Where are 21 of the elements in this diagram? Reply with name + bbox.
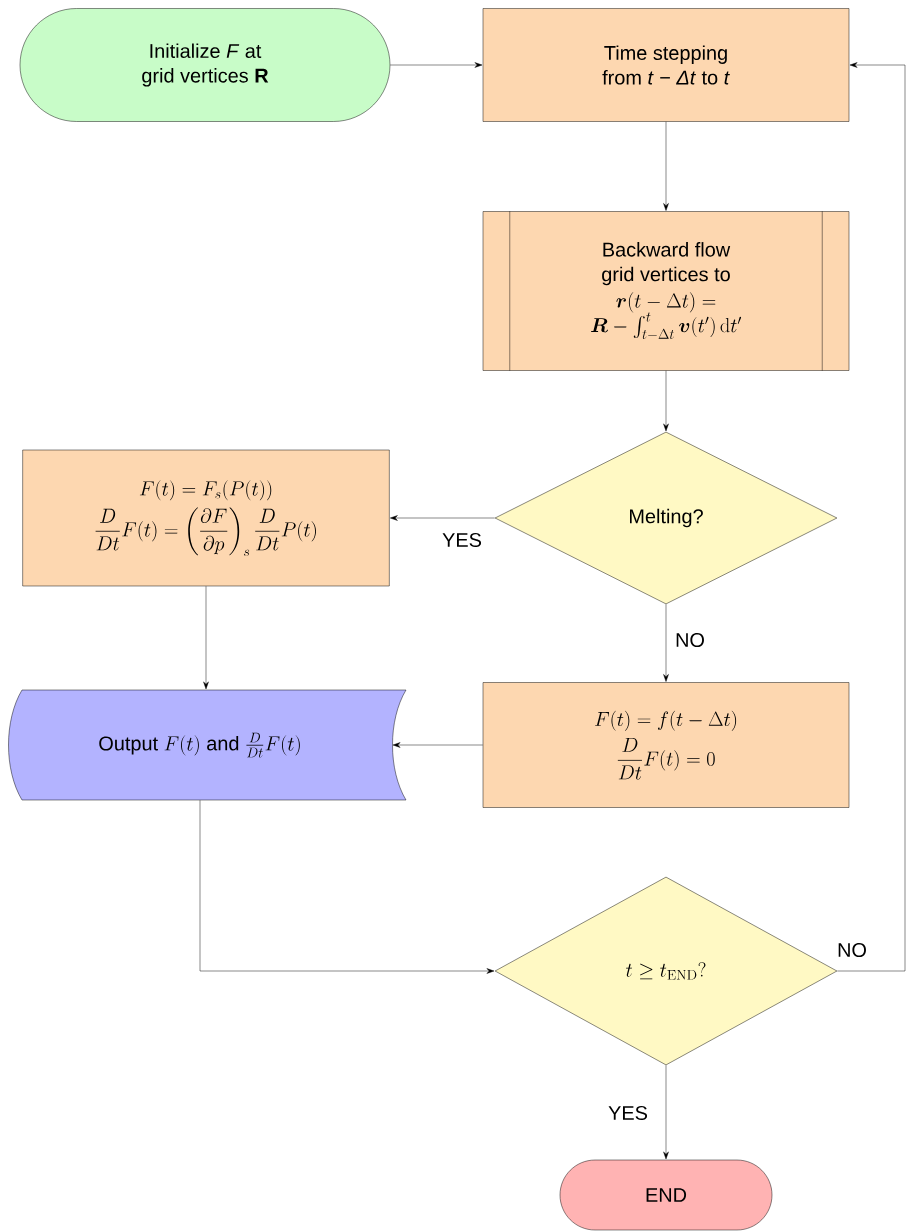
- edge-label: NO: [835, 941, 869, 959]
- arrow: [203, 586, 209, 690]
- arrow: [663, 370, 669, 432]
- arrow: [663, 121, 669, 211]
- arrow: [663, 1065, 669, 1160]
- start-terminal: Initialize F at grid vertices R: [19, 8, 391, 122]
- edge-label: YES: [606, 1104, 650, 1122]
- edge-label: YES: [440, 531, 484, 549]
- edge-label: NO: [673, 631, 707, 649]
- arrow: [390, 62, 483, 68]
- arrow: [837, 62, 906, 972]
- arrow: [199, 800, 495, 974]
- arrow: [663, 604, 669, 682]
- process-box: $F(t) = F_s(P(t))$ $\frac{D}{Dt}F(t) = \left(\frac{\partial F}{\partial p}\right)_s \frac{D}{Dt}P(t)$: [22, 449, 390, 587]
- end-terminal: END: [559, 1159, 773, 1231]
- output-box: $\text{Output } F(t) \text{ and } \tfrac{D}{Dt}F(t)$: [8, 689, 407, 801]
- subprocess-box: Backward flow grid vertices to $\boldsymbol{r}(t-\Delta t) = \boldsymbol{R} - \int_{t-\Delta t}^{t}\boldsymbol{v}(t')\,\mathrm{d}t'$: [482, 211, 850, 371]
- process-box: $F(t) = f(t-\Delta t)$ $\frac{D}{Dt}F(t) = 0$: [482, 682, 850, 808]
- arrow: [392, 742, 483, 748]
- arrow: [390, 515, 495, 521]
- process-box: Time stepping from t − Δt to t: [482, 8, 850, 122]
